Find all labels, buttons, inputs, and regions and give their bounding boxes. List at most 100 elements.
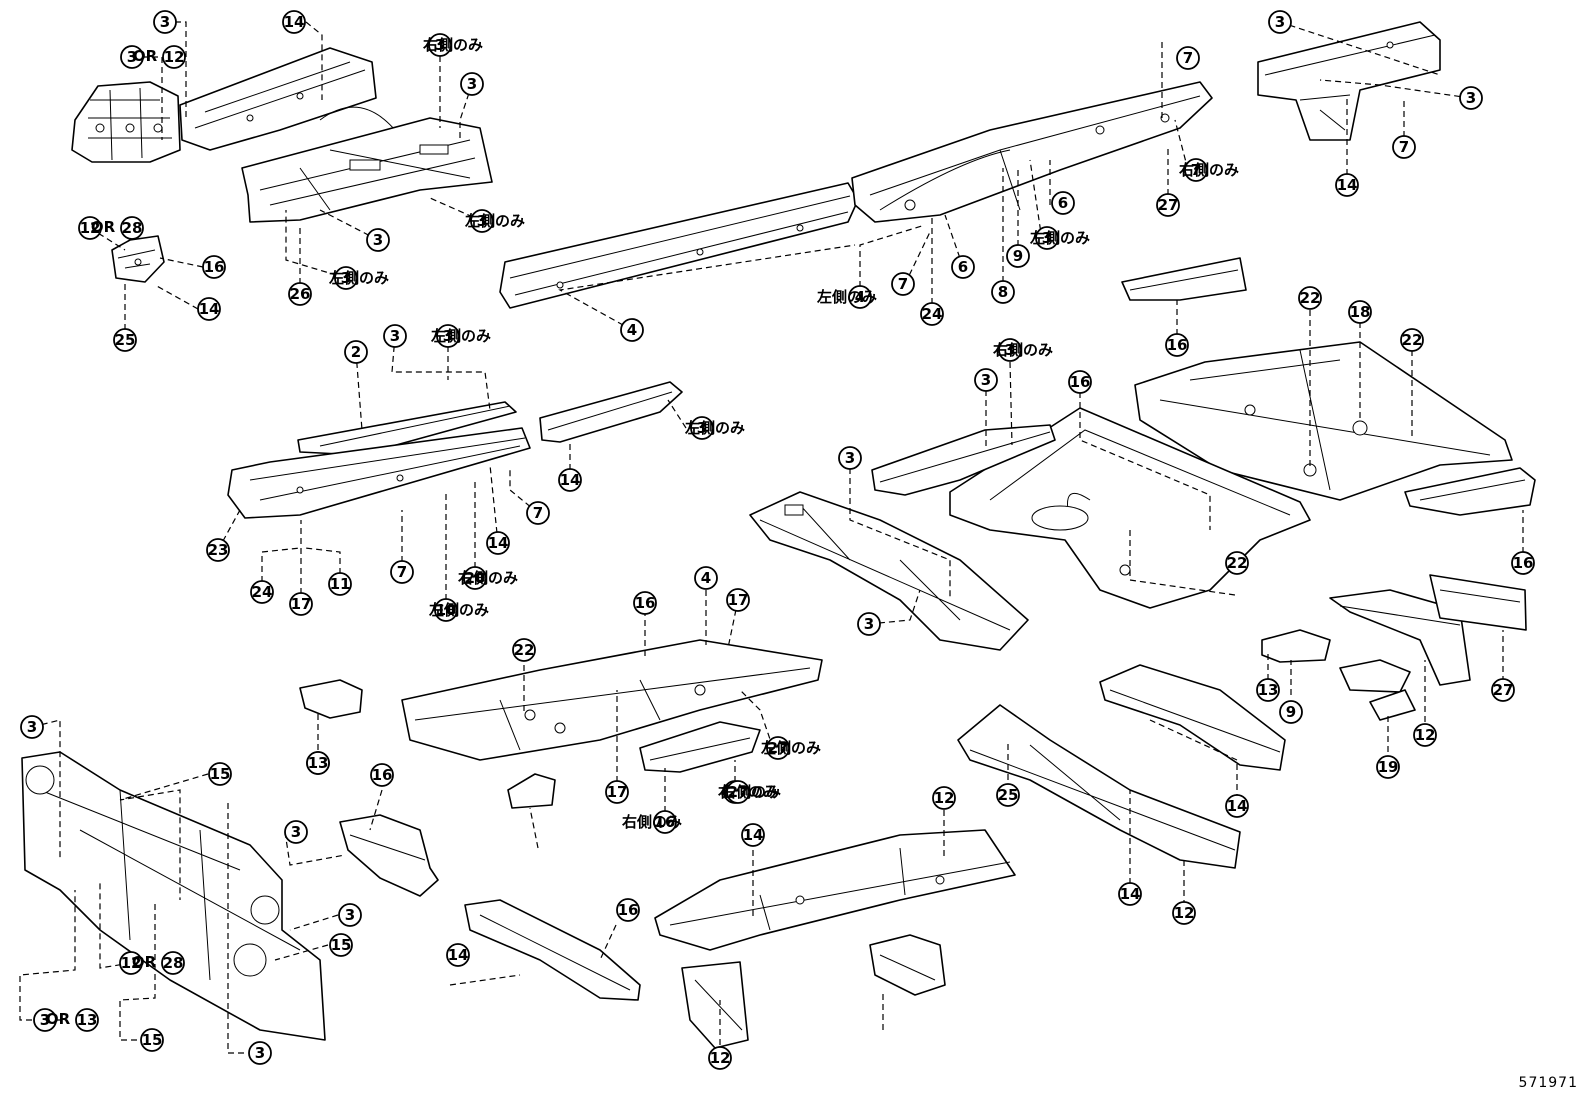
callout-ref: 27 <box>1493 681 1514 699</box>
callout-ref: 2 <box>351 343 361 361</box>
callout-ref: 3 <box>160 13 170 31</box>
callout-8: 8 <box>991 280 1015 304</box>
callout-ref: 25 <box>115 331 136 349</box>
callout-ref: 7 <box>533 504 543 522</box>
callout-ref: 6 <box>958 258 968 276</box>
callout-circle <box>428 33 452 57</box>
callout-16: 16 <box>616 898 640 922</box>
callout-circle <box>463 566 487 590</box>
callout-circle <box>1392 135 1416 159</box>
callout-12: 12 <box>1172 901 1196 925</box>
callout-circle <box>366 228 390 252</box>
callout-circle <box>120 45 144 69</box>
callout-or: OR <box>46 1010 71 1028</box>
callout-ref: 3 <box>864 615 874 633</box>
callout-circle <box>1172 901 1196 925</box>
callout-3: 3 <box>366 228 390 252</box>
part-bracket-12-lower-left <box>681 961 749 1049</box>
callout-circle <box>162 45 186 69</box>
callout-circle <box>329 933 353 957</box>
callout-3: 3 <box>1459 86 1483 110</box>
callout-14: 14 <box>1225 794 1249 818</box>
callout-6: 6 <box>951 255 975 279</box>
callout-note: 左側のみ <box>430 327 491 345</box>
callout-ref: 24 <box>922 305 943 323</box>
callout-16: 16 <box>633 591 657 615</box>
callout-ref: 27 <box>768 739 789 757</box>
callout-ref: 14 <box>743 826 764 844</box>
callout-ref: 3 <box>845 449 855 467</box>
callout-circle <box>161 951 185 975</box>
callout-18: 18 <box>1348 300 1372 324</box>
callout-circle <box>1006 244 1030 268</box>
callout-ref: 22 <box>1402 331 1423 349</box>
callout-12: 12 <box>1413 723 1437 747</box>
part-bracket-12-lower-right <box>869 934 946 996</box>
callout-circle <box>996 783 1020 807</box>
callout-alt-ref: 28 <box>122 219 143 237</box>
callout-circle <box>33 1008 57 1032</box>
callout-ref: 13 <box>308 754 329 772</box>
callout-ref: 3 <box>1005 341 1015 359</box>
callout-note: 左側のみ <box>816 288 877 306</box>
part-front-side-member <box>241 117 493 223</box>
callout-circle <box>328 572 352 596</box>
callout-11: 11 <box>328 572 352 596</box>
callout-15: 15 <box>140 1028 164 1052</box>
callout-alt-ref: 12 <box>164 48 185 66</box>
part-cowl-bracket <box>339 814 439 897</box>
part-rear-panel-19 <box>1429 574 1527 631</box>
callout-ref: 17 <box>728 591 749 609</box>
callout-22: 22 <box>512 638 536 662</box>
callout-circle <box>1268 10 1292 34</box>
callout-ref: 13 <box>1258 681 1279 699</box>
callout-circle <box>1335 173 1359 197</box>
callout-circle <box>526 501 550 525</box>
callout-ref: 3 <box>27 718 37 736</box>
callout-note: 左側のみ <box>684 419 745 437</box>
callout-ref: 16 <box>372 766 393 784</box>
callout-3: 3 <box>460 72 484 96</box>
callout-ref: 14 <box>448 946 469 964</box>
callout-ref: 16 <box>1513 554 1534 572</box>
callout-14: 14 <box>741 823 765 847</box>
callout-ref: 17 <box>607 783 628 801</box>
callout-circle <box>1376 755 1400 779</box>
callout-3: 3 <box>153 10 177 34</box>
callout-note: 右側のみ <box>622 813 682 831</box>
callout-circle <box>708 1046 732 1070</box>
callout-14: 14 <box>558 468 582 492</box>
callout-17: 17 <box>289 592 313 616</box>
callout-or: OR <box>133 47 158 65</box>
callout-ref: 7 <box>1183 49 1193 67</box>
callout-note: 左側のみ <box>464 212 525 230</box>
part-rear-floor-side <box>1404 467 1536 516</box>
callout-ref: 10 <box>436 601 457 619</box>
callout-24: 24 <box>920 302 944 326</box>
callout-ref: 14 <box>1227 797 1248 815</box>
part-front-apron-bracket <box>71 81 181 163</box>
callout-ref: 22 <box>514 641 535 659</box>
diagram-code: 571971 <box>1518 1075 1578 1091</box>
callout-circle <box>1413 723 1437 747</box>
callout-ref: 3 <box>467 75 477 93</box>
callout-circle <box>344 340 368 364</box>
callout-circle <box>284 820 308 844</box>
callout-ref: 12 <box>80 219 101 237</box>
callout-circle <box>1225 551 1249 575</box>
callout-22: 22 <box>1298 286 1322 310</box>
part-dash-crossmember <box>464 899 641 1001</box>
callout-circle <box>1511 551 1535 575</box>
callout-3: 3 <box>284 820 308 844</box>
part-bracket-27 <box>639 721 761 773</box>
callout-ref: 16 <box>635 594 656 612</box>
callout-14: 14 <box>446 943 470 967</box>
callout-ref: 11 <box>330 575 351 593</box>
